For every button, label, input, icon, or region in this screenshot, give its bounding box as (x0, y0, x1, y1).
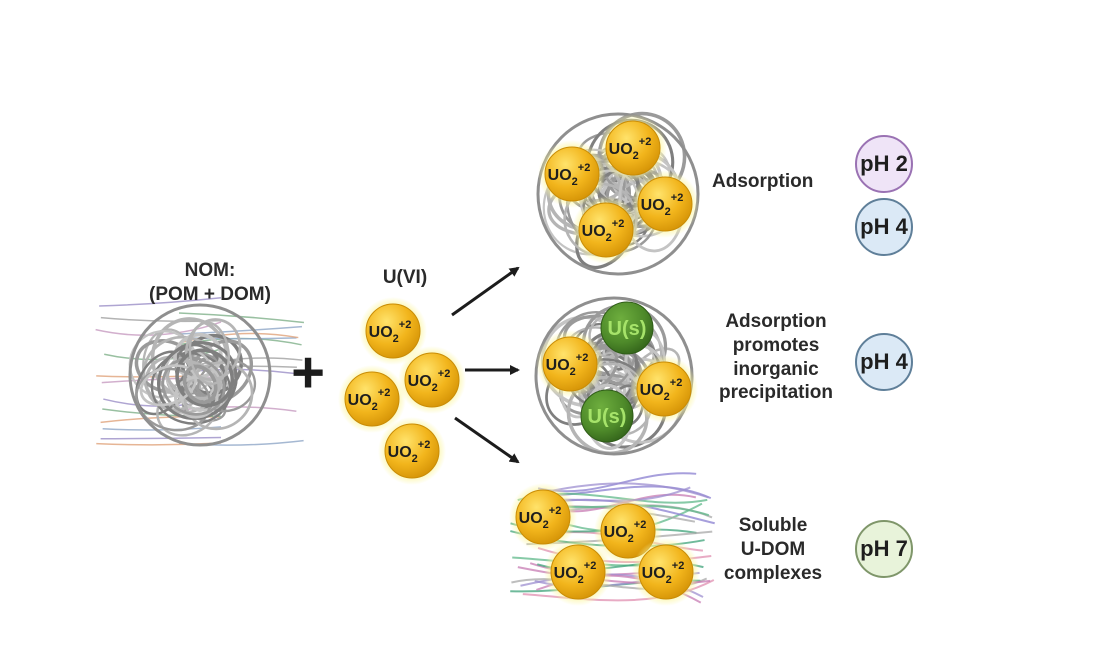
outcome-label-adsorption: Adsorption (712, 170, 814, 194)
ion-sphere (344, 371, 400, 427)
dom-fiber (99, 297, 222, 307)
plus-sign: + (291, 340, 325, 405)
uranyl-ion: UO2+2 (338, 365, 406, 433)
ph-badge-4: pH 4 (855, 333, 913, 391)
ion-sphere (365, 303, 421, 359)
precipitate-sphere: U(s) (580, 389, 634, 443)
ion-formula: UO2+2 (582, 218, 625, 244)
arrow-to-adsorption (451, 266, 520, 317)
ion-sphere (578, 202, 634, 258)
ion-sphere (550, 544, 606, 600)
pom-fiber (189, 339, 254, 404)
ph-badge-7: pH 7 (855, 520, 913, 578)
uvi-title: U(VI) (383, 267, 427, 288)
uranyl-ion: UO2+2 (631, 170, 699, 238)
uranyl-ion: UO2+2 (538, 140, 606, 208)
ion-sphere (544, 146, 600, 202)
uranyl-ion: UO2+2 (544, 538, 612, 606)
label-line: complexes (723, 562, 823, 584)
label-line: Adsorption (712, 171, 814, 192)
label-line: precipitation (718, 382, 833, 404)
ion-sphere (542, 336, 598, 392)
ion-formula: UO2+2 (369, 319, 412, 345)
ph-badge-2: pH 2 (855, 135, 913, 193)
ion-formula: UO2+2 (641, 192, 684, 218)
uranyl-ion: UO2+2 (572, 196, 640, 264)
pom-fiber (182, 364, 218, 405)
ion-formula: UO2+2 (546, 352, 589, 378)
pom-fiber (135, 367, 212, 432)
uranyl-ion: UO2+2 (599, 114, 667, 182)
label-line: U-DOM (740, 538, 806, 560)
uranyl-ion: UO2+2 (632, 538, 700, 606)
precip-label: U(s) (608, 318, 647, 340)
dom-fiber (178, 312, 305, 324)
uranyl-ion: UO2+2 (398, 346, 466, 414)
ion-formula: UO2+2 (609, 136, 652, 162)
ion-sphere (384, 423, 440, 479)
ion-sphere (600, 503, 656, 559)
nom-title-line2: (POM + DOM) (149, 284, 271, 305)
uranyl-ion: UO2+2 (630, 355, 698, 423)
ion-sphere (404, 352, 460, 408)
uranyl-ion: UO2+2 (536, 330, 604, 398)
pom-fiber (188, 321, 230, 386)
ion-sphere (605, 120, 661, 176)
ion-formula: UO2+2 (640, 377, 683, 403)
outcome-label-precipitation: Adsorption promotes inorganic precipitat… (706, 310, 846, 405)
ion-formula: UO2+2 (408, 368, 451, 394)
pom-fiber (184, 318, 242, 381)
nom-fiber-ball (95, 297, 305, 447)
precip-label: U(s) (588, 406, 627, 428)
label-line: Soluble (738, 515, 808, 536)
dom-fiber (100, 436, 222, 440)
ion-sphere (636, 361, 692, 417)
uranyl-ion: UO2+2 (509, 483, 577, 551)
ion-formula: UO2+2 (642, 560, 685, 586)
uranyl-ion: UO2+2 (378, 417, 446, 485)
uranyl-ion: UO2+2 (359, 297, 427, 365)
ion-sphere (638, 544, 694, 600)
ion-formula: UO2+2 (388, 439, 431, 465)
label-line: inorganic (733, 358, 819, 380)
ion-sphere (515, 489, 571, 545)
pom-fiber (139, 364, 198, 407)
dom-fiber (178, 332, 299, 344)
ion-formula: UO2+2 (604, 519, 647, 545)
fiber-ball-outline (128, 303, 272, 447)
fiber-ball-outline (536, 112, 700, 276)
ion-formula: UO2+2 (554, 560, 597, 586)
ion-formula: UO2+2 (548, 162, 591, 188)
ion-formula: UO2+2 (519, 505, 562, 531)
nom-title-line1: NOM: (185, 260, 236, 281)
precip-sphere (580, 389, 634, 443)
ph-badge-4: pH 4 (855, 198, 913, 256)
precipitate-sphere: U(s) (600, 301, 654, 355)
precip-sphere (600, 301, 654, 355)
arrow-to-soluble (454, 416, 520, 464)
label-line: Adsorption (725, 311, 827, 332)
ion-sphere (637, 176, 693, 232)
label-line: promotes (732, 334, 820, 356)
outcome-label-soluble: Soluble U-DOM complexes (716, 514, 830, 585)
pom-fiber (174, 375, 219, 419)
ion-formula: UO2+2 (348, 387, 391, 413)
